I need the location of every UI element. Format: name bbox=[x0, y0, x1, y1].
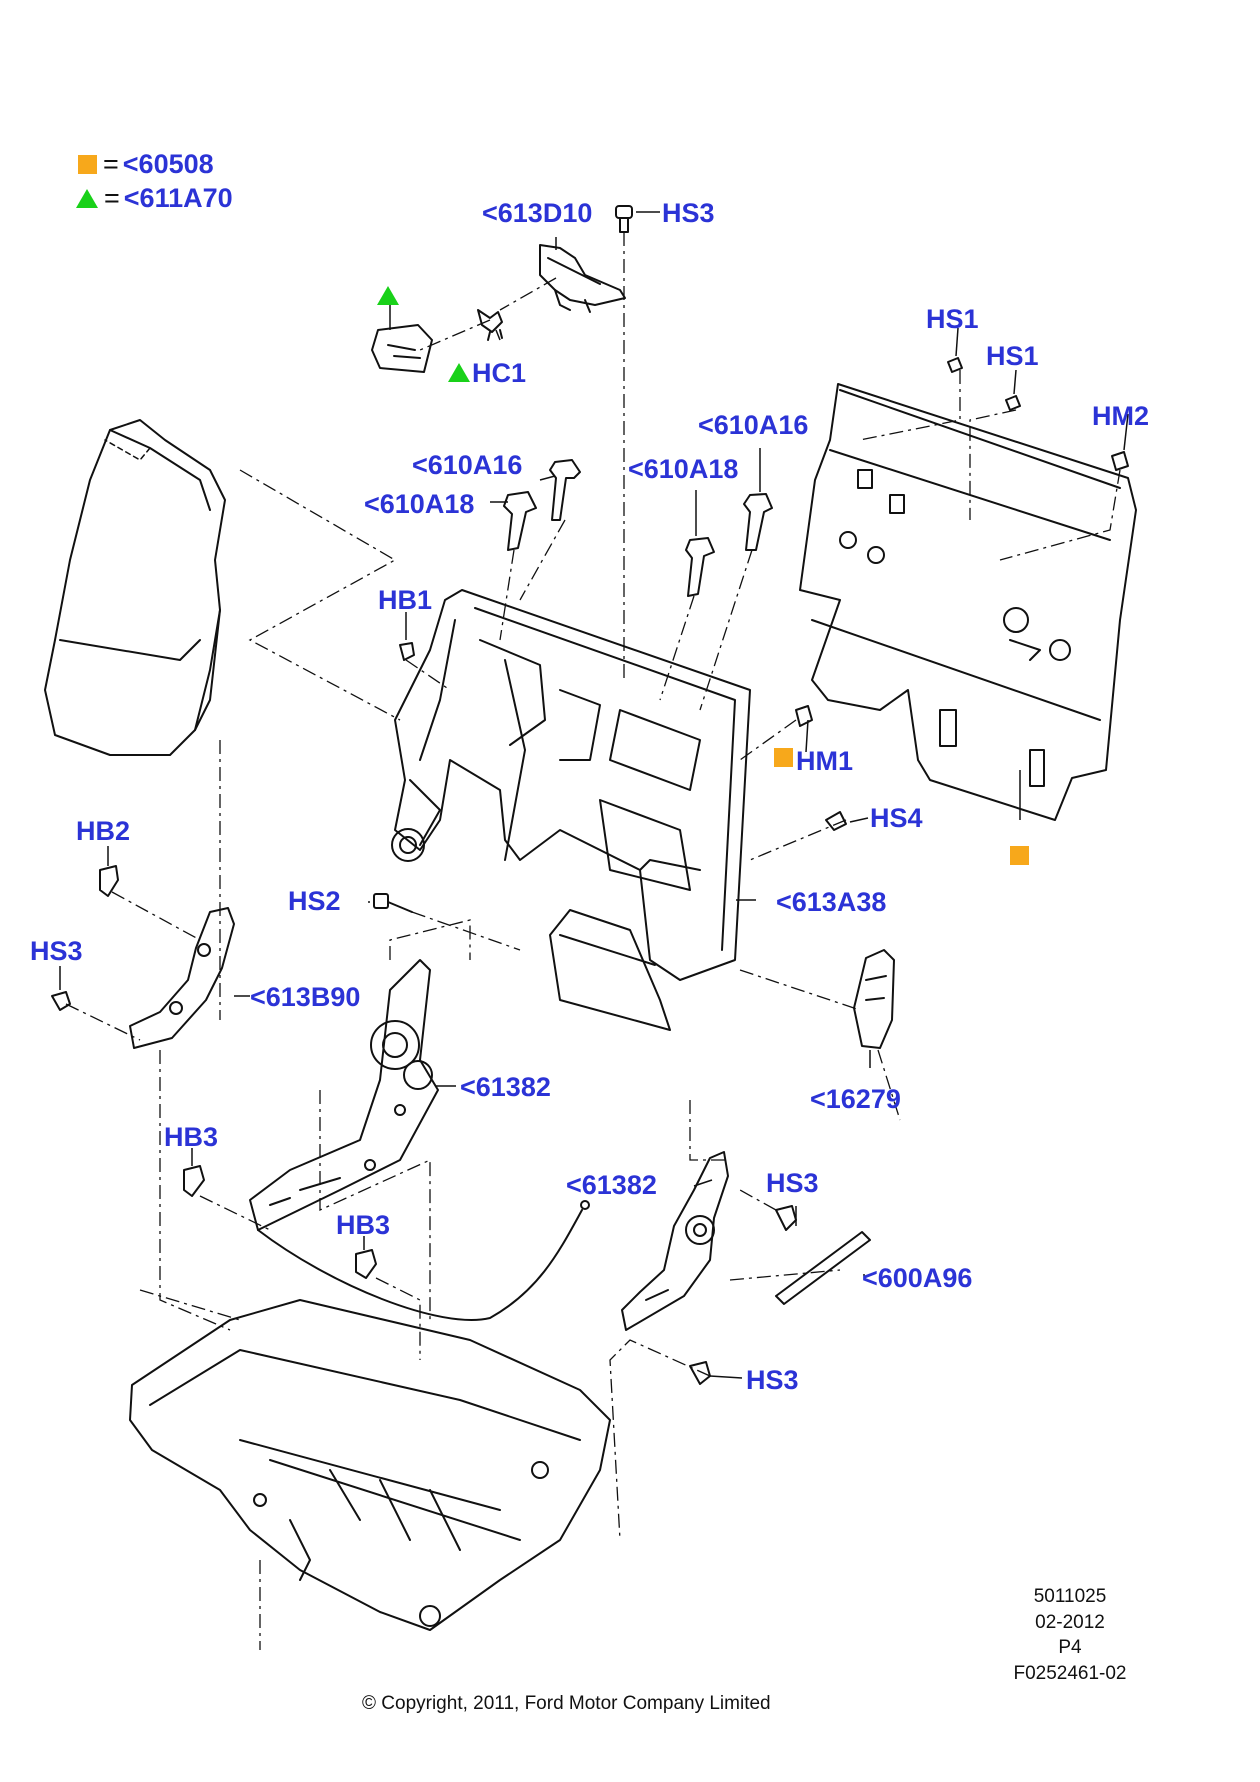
buckle-16279-part bbox=[853, 949, 895, 1049]
info-line-4: F0252461-02 bbox=[1013, 1662, 1127, 1684]
label-hs1-b: HS1 bbox=[986, 341, 1039, 371]
bracket-613B90-part bbox=[129, 907, 235, 1049]
seat-cushion-frame-part bbox=[129, 1299, 611, 1631]
label-613D10: <613D10 bbox=[482, 198, 593, 228]
label-hb1: HB1 bbox=[378, 585, 433, 615]
clip-hc1-part bbox=[477, 309, 503, 341]
label-61382-left: <61382 bbox=[460, 1072, 551, 1102]
headrest-guide-610A16-right-part bbox=[743, 493, 773, 551]
green-triangle-icon bbox=[448, 363, 470, 382]
label-hs4: HS4 bbox=[870, 803, 923, 833]
legend-code: <611A70 bbox=[123, 183, 233, 213]
label-610A16-left: <610A16 bbox=[412, 450, 523, 480]
info-line-2: 02-2012 bbox=[1035, 1611, 1105, 1633]
label-613B90: <613B90 bbox=[250, 982, 361, 1012]
label-hb3-left: HB3 bbox=[164, 1122, 219, 1152]
fasteners-part bbox=[51, 357, 1129, 1385]
bolt-hs3-top-part bbox=[615, 205, 633, 233]
info-line-3: P4 bbox=[1058, 1637, 1082, 1659]
label-hs3-bottom: HS3 bbox=[746, 1365, 799, 1395]
legend-equals: = bbox=[104, 183, 120, 213]
label-610A18-left: <610A18 bbox=[364, 489, 475, 519]
label-hs1-a: HS1 bbox=[926, 304, 979, 334]
orange-square-icon bbox=[1010, 846, 1029, 865]
label-hm1: HM1 bbox=[796, 746, 854, 776]
label-hs3-top: HS3 bbox=[662, 198, 715, 228]
label-hb3-center: HB3 bbox=[336, 1210, 391, 1240]
copyright-text: © Copyright, 2011, Ford Motor Company Li… bbox=[362, 1693, 771, 1714]
cover-trim-part bbox=[371, 324, 433, 373]
label-610A16-right: <610A16 bbox=[698, 410, 809, 440]
label-hm2: HM2 bbox=[1092, 401, 1150, 431]
label-61382-right: <61382 bbox=[566, 1170, 657, 1200]
info-line-1: 5011025 bbox=[1033, 1586, 1107, 1607]
label-610A18-right: <610A18 bbox=[628, 454, 739, 484]
headrest-guide-610A18-right-part bbox=[685, 537, 715, 597]
label-600A96: <600A96 bbox=[862, 1263, 973, 1293]
rear-panel-part bbox=[799, 383, 1137, 821]
strip-600A96-part bbox=[775, 1231, 871, 1305]
label-613A38: <613A38 bbox=[776, 887, 887, 917]
recliner-right-part bbox=[621, 1151, 729, 1331]
label-hs2: HS2 bbox=[288, 886, 341, 916]
release-cable-part bbox=[257, 1200, 590, 1321]
drawing-info-block: 5011025 02-2012 P4 F0252461-02 bbox=[1000, 1584, 1140, 1687]
orange-square-icon bbox=[78, 155, 97, 174]
green-triangle-icon bbox=[76, 189, 98, 208]
label-16279: <16279 bbox=[810, 1084, 901, 1114]
legend-equals: = bbox=[103, 149, 119, 179]
headrest-guide-610A16-left-part bbox=[549, 459, 581, 521]
legend-row-60508: = <60508 bbox=[78, 151, 214, 178]
label-hb2: HB2 bbox=[76, 816, 131, 846]
seatback-frame-part bbox=[391, 589, 751, 1031]
seatback-cushion-part bbox=[44, 419, 226, 756]
label-hs3-right: HS3 bbox=[766, 1168, 819, 1198]
label-hs3-left: HS3 bbox=[30, 936, 83, 966]
bracket-613D10-part bbox=[539, 244, 626, 313]
legend-code: <60508 bbox=[122, 149, 214, 179]
headrest-guide-610A18-left-part bbox=[503, 491, 537, 551]
orange-square-icon bbox=[774, 748, 793, 767]
green-triangle-icon bbox=[377, 286, 399, 305]
label-hc1: HC1 bbox=[472, 358, 527, 388]
legend-row-611A70: = <611A70 bbox=[76, 185, 233, 212]
